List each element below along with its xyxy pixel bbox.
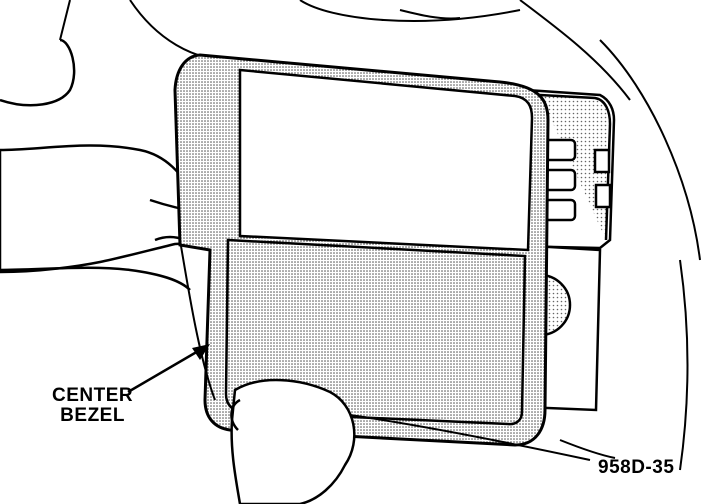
dash-background-lines <box>59 0 701 471</box>
center-bezel-leader <box>127 344 210 394</box>
gear-shift-knob <box>230 378 356 504</box>
console-edges <box>179 239 616 461</box>
center-bezel <box>173 53 550 447</box>
center-bezel-label-line1: CENTER <box>52 385 134 406</box>
center-bezel-label-line2: BEZEL <box>60 404 125 426</box>
figure-code: 958D-35 <box>598 457 675 478</box>
center-bezel-label: CENTER BEZEL <box>52 386 133 426</box>
